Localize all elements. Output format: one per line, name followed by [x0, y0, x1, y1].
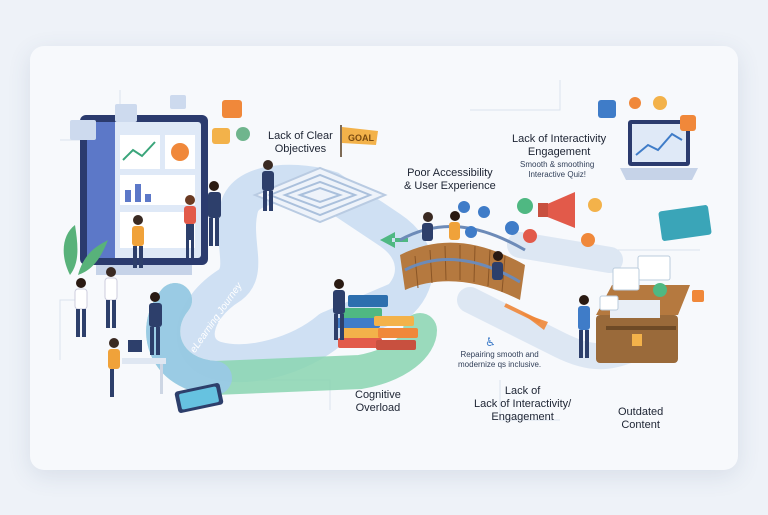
svg-text:♿: ♿: [485, 335, 496, 349]
goal-flag-icon: GOAL: [340, 125, 378, 157]
laptop-chart-icon: [598, 96, 712, 241]
megaphone-icon: [505, 192, 602, 247]
accessibility-label: Poor Accessibility & User Experience: [404, 167, 496, 192]
interactivity-bottom-label: Lack of Lack of Interactivity/ Engagemen…: [474, 385, 572, 423]
clear-objectives-label: Lack of Clear Objectives: [268, 130, 333, 155]
bridge-icon: [399, 211, 526, 300]
outdated-content-label: Outdated Content: [618, 406, 664, 431]
books-icon: [336, 295, 418, 350]
maze-icon: [252, 160, 388, 224]
treasure-chest-icon: [578, 255, 704, 363]
repairing-note-label: Repairing smooth and modernize qs inclus…: [458, 350, 542, 369]
interactivity-top-sublabel: Smooth & smoothing Interactive Quiz!: [520, 160, 595, 179]
goal-flag-text: GOAL: [348, 133, 375, 143]
people-group-left: [74, 181, 221, 397]
wheelchair-icon: ♿: [458, 201, 496, 349]
cognitive-overload-label: Cognitive Overload: [355, 389, 401, 414]
interactivity-top-label: Lack of Interactivity Engagement: [512, 133, 607, 158]
